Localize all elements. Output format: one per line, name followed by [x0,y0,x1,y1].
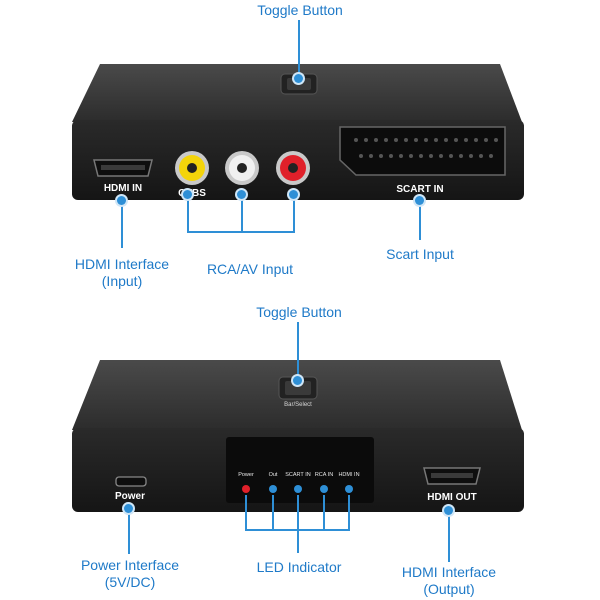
power-callout-line2: (5V/DC) [104,574,156,590]
power-callout: Power Interface (5V/DC) [60,557,200,591]
leader-line [272,495,274,530]
callout-dot [289,190,298,199]
callout-dot [237,190,246,199]
hdmi-in-callout: HDMI Interface (Input) [52,256,192,290]
callout-dot [117,196,126,205]
scart-in-callout: Scart Input [386,246,454,262]
rca-yellow-jack [175,151,209,185]
leader-line [121,200,123,248]
callout-dot [415,196,424,205]
hdmi-in-callout-line1: HDMI Interface [74,256,170,272]
hdmi-out-port [423,467,481,485]
callout-dot [294,74,303,83]
top-toggle-callout: Toggle Button [257,2,343,18]
bottom-device: Bar/Select Power Power Out SCART IN RCA … [72,360,524,512]
leader-line [448,510,450,562]
callout-dot [124,504,133,513]
leader-line [245,529,350,531]
leader-line [348,495,350,530]
led-label-out: Out [269,472,278,478]
leader-line [298,20,300,78]
leader-line [297,495,299,553]
hdmi-out-label: HDMI OUT [427,492,476,503]
hdmi-in-label: HDMI IN [104,183,142,194]
hdmi-out-callout: HDMI Interface (Output) [379,564,519,598]
scart-port [339,126,506,176]
leader-line [419,200,421,240]
led-label-rca-in: RCA IN [315,472,333,478]
cvbs-label: CVBS [178,188,206,199]
hdmi-out-callout-line2: (Output) [423,581,475,597]
hdmi-in-port [93,159,153,177]
power-port [115,476,147,487]
led-scart-in [294,485,302,493]
hdmi-out-callout-line1: HDMI Interface [401,564,497,580]
leader-line [323,495,325,530]
led-power [242,485,250,493]
led-hdmi-in [345,485,353,493]
bottom-toggle-callout: Toggle Button [256,304,342,320]
led-rca-in [320,485,328,493]
leader-line [245,495,247,530]
leader-line [128,508,130,554]
led-out [269,485,277,493]
leader-line [187,231,295,233]
led-panel [226,437,374,503]
scart-in-label: SCART IN [396,184,443,195]
power-port-label: Power [115,491,145,502]
top-device: HDMI IN CVBS SCART IN [72,64,524,200]
hdmi-in-callout-line2: (Input) [101,273,143,289]
leader-line [297,322,299,380]
rca-red-jack [276,151,310,185]
callout-dot [293,376,302,385]
led-callout: LED Indicator [256,559,342,575]
power-callout-line1: Power Interface [80,557,180,573]
callout-dot [444,506,453,515]
rca-av-callout: RCA/AV Input [206,261,294,277]
callout-dot [183,190,192,199]
toggle-button-text: Bar/Select [284,402,312,408]
led-label-scart-in: SCART IN [285,472,310,478]
rca-white-jack [225,151,259,185]
leader-line [293,194,295,232]
leader-line [187,194,189,232]
leader-line [241,194,243,232]
led-label-power: Power [238,472,254,478]
led-label-hdmi-in: HDMI IN [338,472,359,478]
